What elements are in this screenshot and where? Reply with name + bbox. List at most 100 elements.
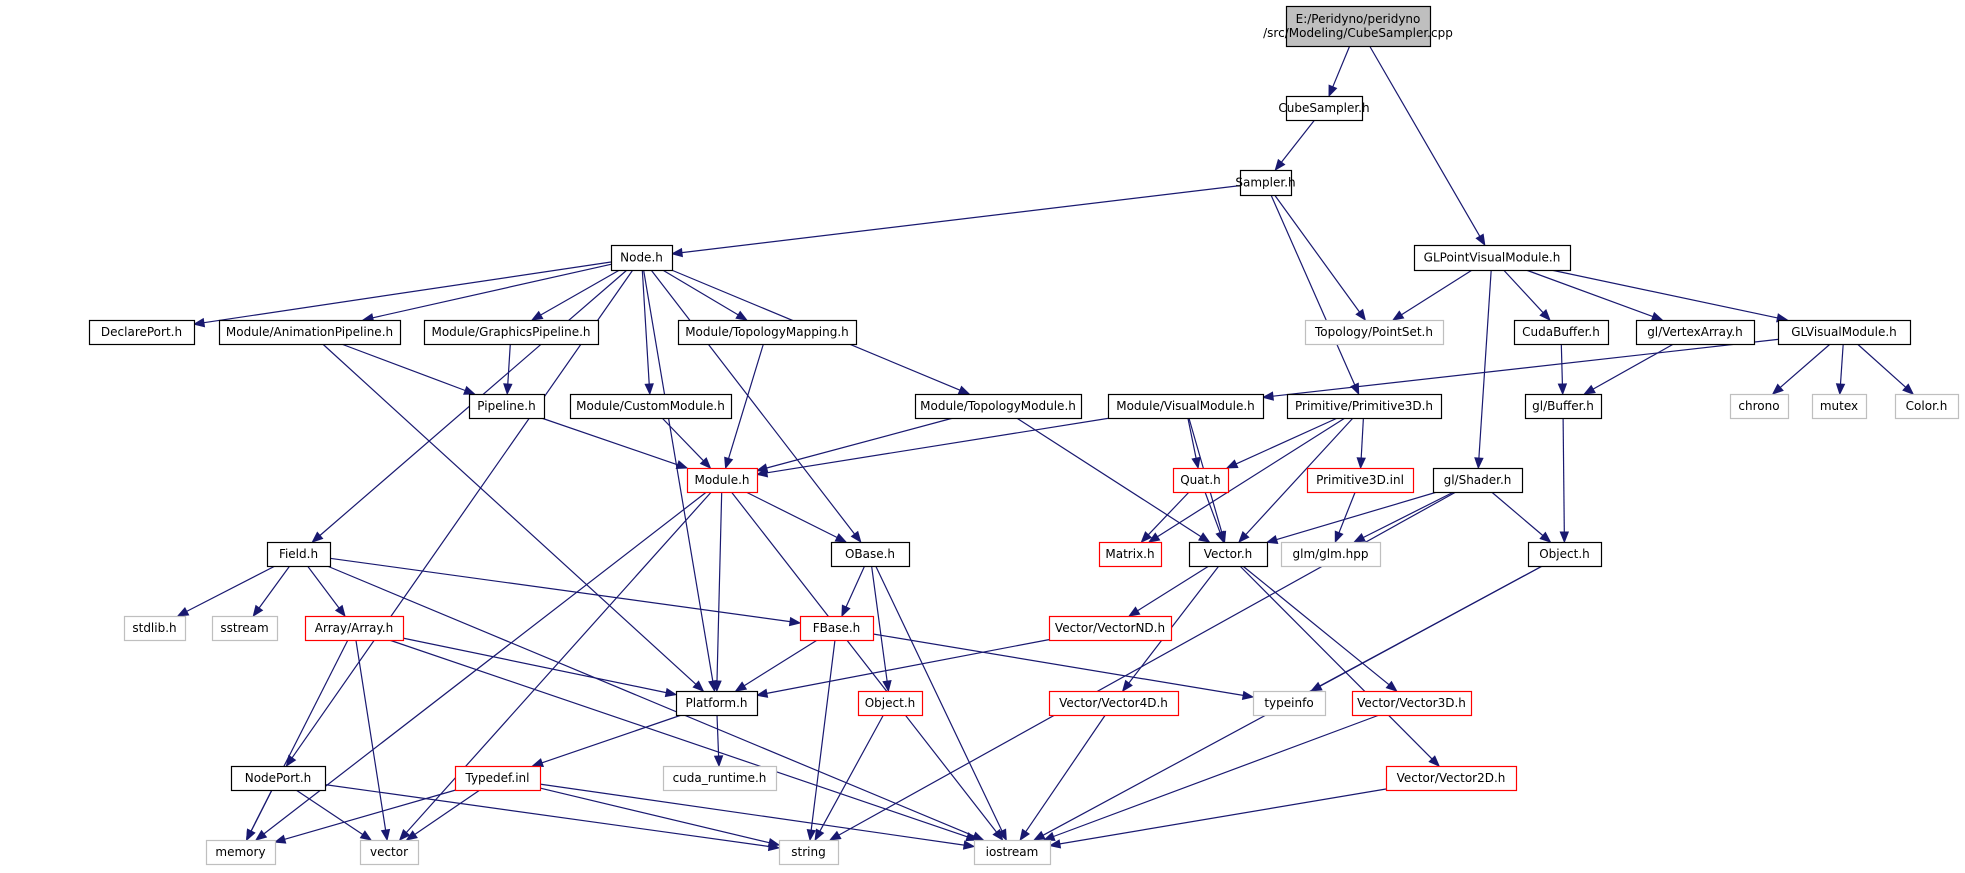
- node-nodeport[interactable]: NodePort.h: [230, 765, 327, 792]
- arrowhead: [1265, 534, 1279, 544]
- arrowhead: [1274, 158, 1286, 172]
- edge-animpipeline-to-pipeline: [341, 343, 476, 395]
- edge-line: [1562, 417, 1565, 533]
- edge-line: [1503, 269, 1544, 314]
- arrowhead: [1835, 383, 1846, 396]
- edge-line: [1274, 194, 1360, 313]
- arrowhead: [1391, 310, 1405, 321]
- node-label: cuda_runtime.h: [673, 771, 767, 785]
- node-box: [830, 541, 911, 568]
- node-animpipeline[interactable]: Module/AnimationPipeline.h: [218, 319, 402, 346]
- arrowhead: [755, 468, 769, 478]
- node-graphpipeline[interactable]: Module/GraphicsPipeline.h: [423, 319, 600, 346]
- node-label: vector: [370, 845, 408, 859]
- edge-line: [539, 787, 770, 844]
- edges-layer: [176, 45, 1915, 852]
- node-root[interactable]: E:/Peridyno/peridyno/src/Modeling/CubeSa…: [1263, 5, 1453, 48]
- node-vectornd[interactable]: Vector/VectorND.h: [1048, 615, 1173, 642]
- node-vertexarray[interactable]: gl/VertexArray.h: [1635, 319, 1756, 346]
- edge-vector2d-to-iostream: [1048, 788, 1387, 849]
- node-glpointvisual[interactable]: GLPointVisualModule.h: [1413, 244, 1572, 272]
- arrowhead: [1191, 456, 1201, 470]
- node-box: [88, 319, 196, 346]
- node-array[interactable]: Array/Array.h: [304, 615, 405, 642]
- node-cubesampler[interactable]: CubeSampler.h: [1278, 95, 1370, 122]
- arrowhead: [176, 607, 190, 617]
- node-shader[interactable]: gl/Shader.h: [1432, 467, 1524, 494]
- node-label: iostream: [986, 845, 1039, 859]
- edge-topomapping-to-module: [724, 343, 764, 470]
- node-vector4d[interactable]: Vector/Vector4D.h: [1048, 690, 1180, 717]
- edge-vector-to-vector2d: [1239, 565, 1441, 767]
- node-matrix[interactable]: Matrix.h: [1098, 541, 1163, 568]
- node-fbase[interactable]: FBase.h: [799, 615, 875, 642]
- node-glm: glm/glm.hpp: [1280, 541, 1382, 568]
- edge-primitive3dinl-to-glm: [1334, 491, 1356, 544]
- edge-vector-to-vector4d: [1121, 565, 1220, 693]
- edge-topomodule-to-vector: [1016, 417, 1211, 543]
- node-box: [468, 393, 546, 420]
- node-obase[interactable]: OBase.h: [830, 541, 911, 568]
- node-box: [1172, 467, 1230, 494]
- node-label: gl/VertexArray.h: [1647, 325, 1743, 339]
- node-visualmodule[interactable]: Module/VisualModule.h: [1107, 393, 1265, 420]
- node-node[interactable]: Node.h: [610, 244, 674, 272]
- node-box: [423, 319, 600, 346]
- arrowhead: [380, 828, 391, 842]
- nodes-layer: E:/Peridyno/peridyno/src/Modeling/CubeSa…: [88, 5, 1960, 866]
- node-primitive3d[interactable]: Primitive/Primitive3D.h: [1286, 393, 1443, 420]
- edge-root-to-glpointvisual: [1369, 45, 1486, 247]
- arrowhead: [1902, 383, 1915, 395]
- node-object_red[interactable]: Object.h: [857, 690, 924, 717]
- node-object_gl[interactable]: Object.h: [1527, 541, 1603, 568]
- node-quat[interactable]: Quat.h: [1172, 467, 1230, 494]
- node-vector[interactable]: Vector.h: [1188, 541, 1269, 568]
- node-topomapping[interactable]: Module/TopologyMapping.h: [677, 319, 858, 346]
- node-box: [799, 615, 875, 642]
- node-sampler[interactable]: Sampler.h: [1235, 169, 1296, 197]
- node-box: [857, 690, 924, 717]
- edge-field-to-stdlib: [176, 565, 276, 617]
- arrowhead: [767, 837, 781, 848]
- node-label: GLVisualModule.h: [1791, 325, 1897, 339]
- arrowhead: [713, 755, 724, 768]
- edge-line: [307, 565, 340, 609]
- node-label: Object.h: [865, 696, 916, 710]
- node-declareport[interactable]: DeclarePort.h: [88, 319, 196, 346]
- edge-fbase-to-typeinfo: [872, 633, 1255, 700]
- edge-platform-to-typedef: [531, 714, 682, 768]
- node-label: Vector/Vector4D.h: [1059, 696, 1168, 710]
- node-box: [1285, 5, 1432, 48]
- node-box: [1304, 319, 1445, 346]
- arrowhead: [1197, 532, 1211, 543]
- edge-shader-to-glm: [1353, 491, 1454, 543]
- node-primitive3dinl[interactable]: Primitive3D.inl: [1306, 467, 1415, 494]
- edge-visualmodule-to-module: [755, 417, 1111, 478]
- node-cudabuffer[interactable]: CudaBuffer.h: [1513, 319, 1610, 346]
- node-module[interactable]: Module.h: [686, 467, 759, 494]
- node-label: CudaBuffer.h: [1522, 325, 1600, 339]
- node-box: [686, 467, 759, 494]
- edge-field-to-fbase: [329, 557, 802, 627]
- node-vector2d[interactable]: Vector/Vector2D.h: [1385, 765, 1518, 792]
- node-custommodule[interactable]: Module/CustomModule.h: [569, 393, 733, 420]
- edge-glvisual-to-mutex: [1835, 343, 1846, 396]
- edge-line: [1059, 788, 1387, 845]
- arrowhead: [965, 832, 979, 842]
- edge-object_red-to-string: [814, 714, 884, 842]
- node-glbuffer[interactable]: gl/Buffer.h: [1524, 393, 1603, 420]
- node-vector3d[interactable]: Vector/Vector3D.h: [1351, 690, 1473, 717]
- node-label: /src/Modeling/CubeSampler.cpp: [1263, 26, 1453, 40]
- node-platform[interactable]: Platform.h: [675, 690, 759, 717]
- node-field[interactable]: Field.h: [266, 541, 332, 568]
- node-topomodule[interactable]: Module/TopologyModule.h: [914, 393, 1083, 420]
- arrowhead: [530, 310, 544, 321]
- arrowhead: [1539, 309, 1551, 321]
- node-label: sstream: [220, 621, 268, 635]
- node-box: [266, 541, 332, 568]
- node-box: [1894, 393, 1960, 420]
- node-pipeline[interactable]: Pipeline.h: [468, 393, 546, 420]
- node-glvisual[interactable]: GLVisualModule.h: [1777, 319, 1912, 346]
- node-typedef[interactable]: Typedef.inl: [454, 765, 542, 792]
- edge-line: [661, 417, 704, 462]
